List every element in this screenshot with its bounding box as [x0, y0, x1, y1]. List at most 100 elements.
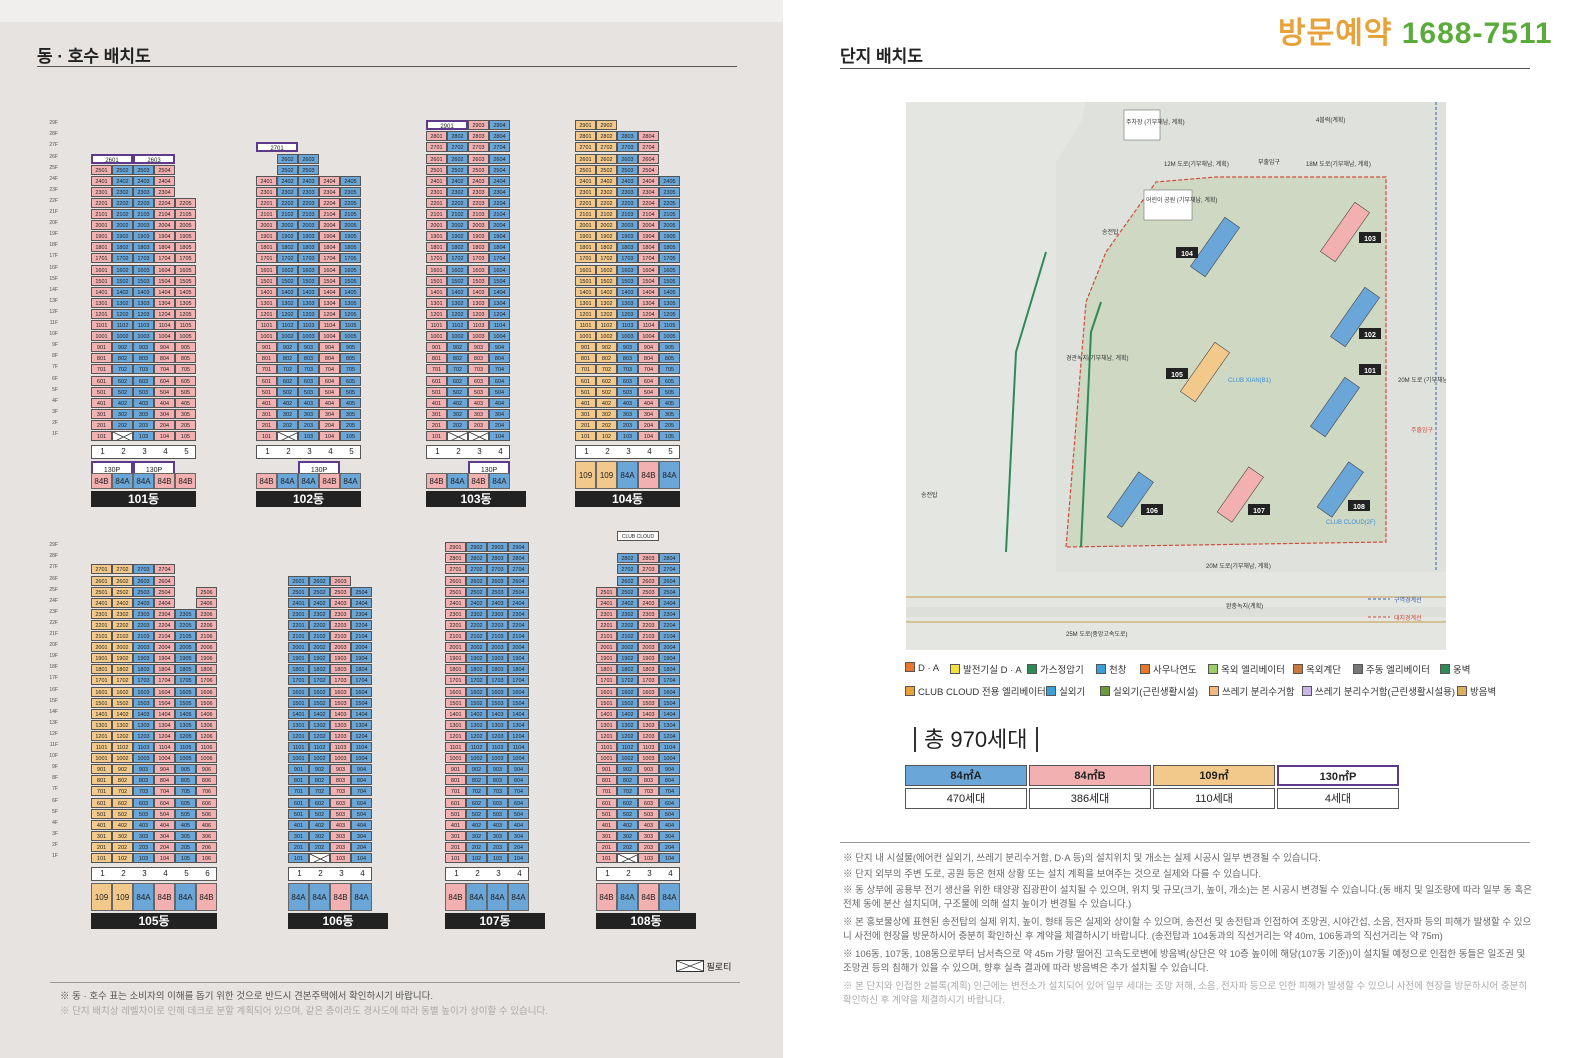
unit-cell: 301	[575, 408, 596, 419]
unit-cell: 1001	[575, 331, 596, 342]
unit-cell: 1902	[596, 231, 617, 242]
unit-cell: 1902	[112, 653, 133, 664]
unit-cell: 2403	[638, 597, 659, 608]
unit-cell: 904	[508, 764, 529, 775]
unit-cell: 1601	[596, 686, 617, 697]
unit-cell	[309, 853, 330, 863]
map-label-block4: 4블럭(계획)	[1316, 116, 1345, 124]
unit-cell: 2504	[659, 586, 680, 597]
left-notes-rule	[50, 982, 740, 983]
unit-cell: 1303	[298, 297, 319, 308]
unit-cell: 2602	[466, 575, 487, 586]
unit-cell: 1101	[596, 742, 617, 752]
unit-cell: 1101	[256, 320, 277, 330]
unit-cell: 604	[154, 797, 175, 808]
unit-cell: 401	[91, 819, 112, 830]
unit-cell: 1301	[91, 297, 112, 308]
unit-cell: 304	[659, 830, 680, 841]
line-type-label: 84A	[617, 883, 638, 911]
unit-cell: 1201	[256, 308, 277, 319]
unit-cell: 601	[91, 375, 112, 386]
building-name: 107동	[445, 913, 545, 929]
unit-cell: 1903	[330, 653, 351, 664]
unit-cell: 1203	[133, 730, 154, 741]
legend-item: 실외기(근린생활시설)	[1100, 684, 1198, 698]
unit-cell: 1104	[638, 320, 659, 330]
unit-cell: 1902	[466, 653, 487, 664]
unit-cell: 2102	[617, 631, 638, 641]
unit-cell: 2601	[426, 153, 447, 164]
map-building-106: 106	[1146, 508, 1158, 515]
line-number: 2	[475, 869, 480, 878]
unit-cell: 904	[319, 342, 340, 353]
unit-cell: 101	[256, 431, 277, 441]
unit-cell: 2204	[154, 619, 175, 630]
unit-cell: 2303	[298, 186, 319, 197]
unit-cell: 804	[508, 775, 529, 786]
line-number: 2	[318, 869, 323, 878]
total-units-label: 총 970세대	[914, 727, 1036, 752]
unit-cell: 2104	[638, 209, 659, 219]
unit-cell: 1305	[175, 297, 196, 308]
unit-cell: 2703	[468, 142, 489, 153]
unit-cell: 1403	[617, 286, 638, 297]
unit-cell: 604	[154, 375, 175, 386]
unit-cell: 2102	[112, 631, 133, 641]
line-number: 5	[184, 869, 189, 878]
unit-cell: 1103	[638, 742, 659, 752]
unit-cell: 2503	[638, 586, 659, 597]
unit-cell: 803	[133, 353, 154, 364]
unit-cell: 2202	[617, 619, 638, 630]
unit-cell: 1105	[175, 742, 196, 752]
unit-cell: 501	[426, 386, 447, 397]
unit-cell: 203	[330, 841, 351, 852]
unit-cell: 1602	[596, 264, 617, 275]
legend-swatch-icon	[1208, 664, 1218, 674]
floor-label: 5F	[52, 808, 58, 815]
visit-reservation-hotline[interactable]: 방문예약 1688-7511	[1278, 8, 1553, 52]
unit-cell: 104	[351, 853, 372, 863]
unit-cell: 302	[596, 408, 617, 419]
floor-label: 5F	[52, 386, 58, 393]
unit-cell: 703	[298, 364, 319, 375]
unit-cell: 502	[309, 808, 330, 819]
unit-cell: 504	[659, 808, 680, 819]
count-cell-84a: 470세대	[905, 788, 1027, 809]
floor-label: 15F	[49, 275, 58, 282]
building-name: 102동	[256, 491, 361, 507]
unit-cell: 2503	[330, 586, 351, 597]
unit-cell: 2105	[659, 209, 680, 219]
line-type-label: 84B	[330, 883, 351, 911]
unit-cell: 902	[596, 342, 617, 353]
unit-cell: 1801	[91, 664, 112, 675]
unit-cell: 204	[638, 419, 659, 430]
left-title-rule	[37, 66, 737, 67]
unit-cell: 1602	[309, 686, 330, 697]
unit-cell: 1003	[133, 753, 154, 764]
unit-cell: 603	[133, 797, 154, 808]
unit-cell: 403	[487, 819, 508, 830]
unit-cell: 2902	[466, 542, 487, 553]
legend-swatch-icon	[905, 662, 915, 672]
floor-label: 21F	[49, 631, 58, 637]
unit-cell: 1303	[617, 297, 638, 308]
unit-cell: 1401	[575, 286, 596, 297]
unit-cell: 101	[426, 431, 447, 441]
penthouse-cell: 2901	[426, 120, 468, 131]
unit-cell: 1001	[91, 753, 112, 764]
unit-cell: 2003	[133, 642, 154, 653]
unit-cell: 2501	[575, 164, 596, 175]
unit-cell: 1103	[487, 742, 508, 752]
unit-cell: 2105	[175, 631, 196, 641]
unit-cell: 1603	[133, 686, 154, 697]
unit-cell: 2403	[298, 175, 319, 186]
unit-cell: 206	[196, 841, 217, 852]
unit-cell: 1103	[330, 742, 351, 752]
penthouse-cell: 2601	[91, 153, 133, 164]
unit-cell: 103	[133, 431, 154, 441]
unit-cell: 906	[196, 764, 217, 775]
unit-cell: 2102	[447, 209, 468, 219]
unit-cell: 1203	[468, 308, 489, 319]
unit-cell: 1205	[175, 730, 196, 741]
unit-cell: 2303	[133, 608, 154, 619]
